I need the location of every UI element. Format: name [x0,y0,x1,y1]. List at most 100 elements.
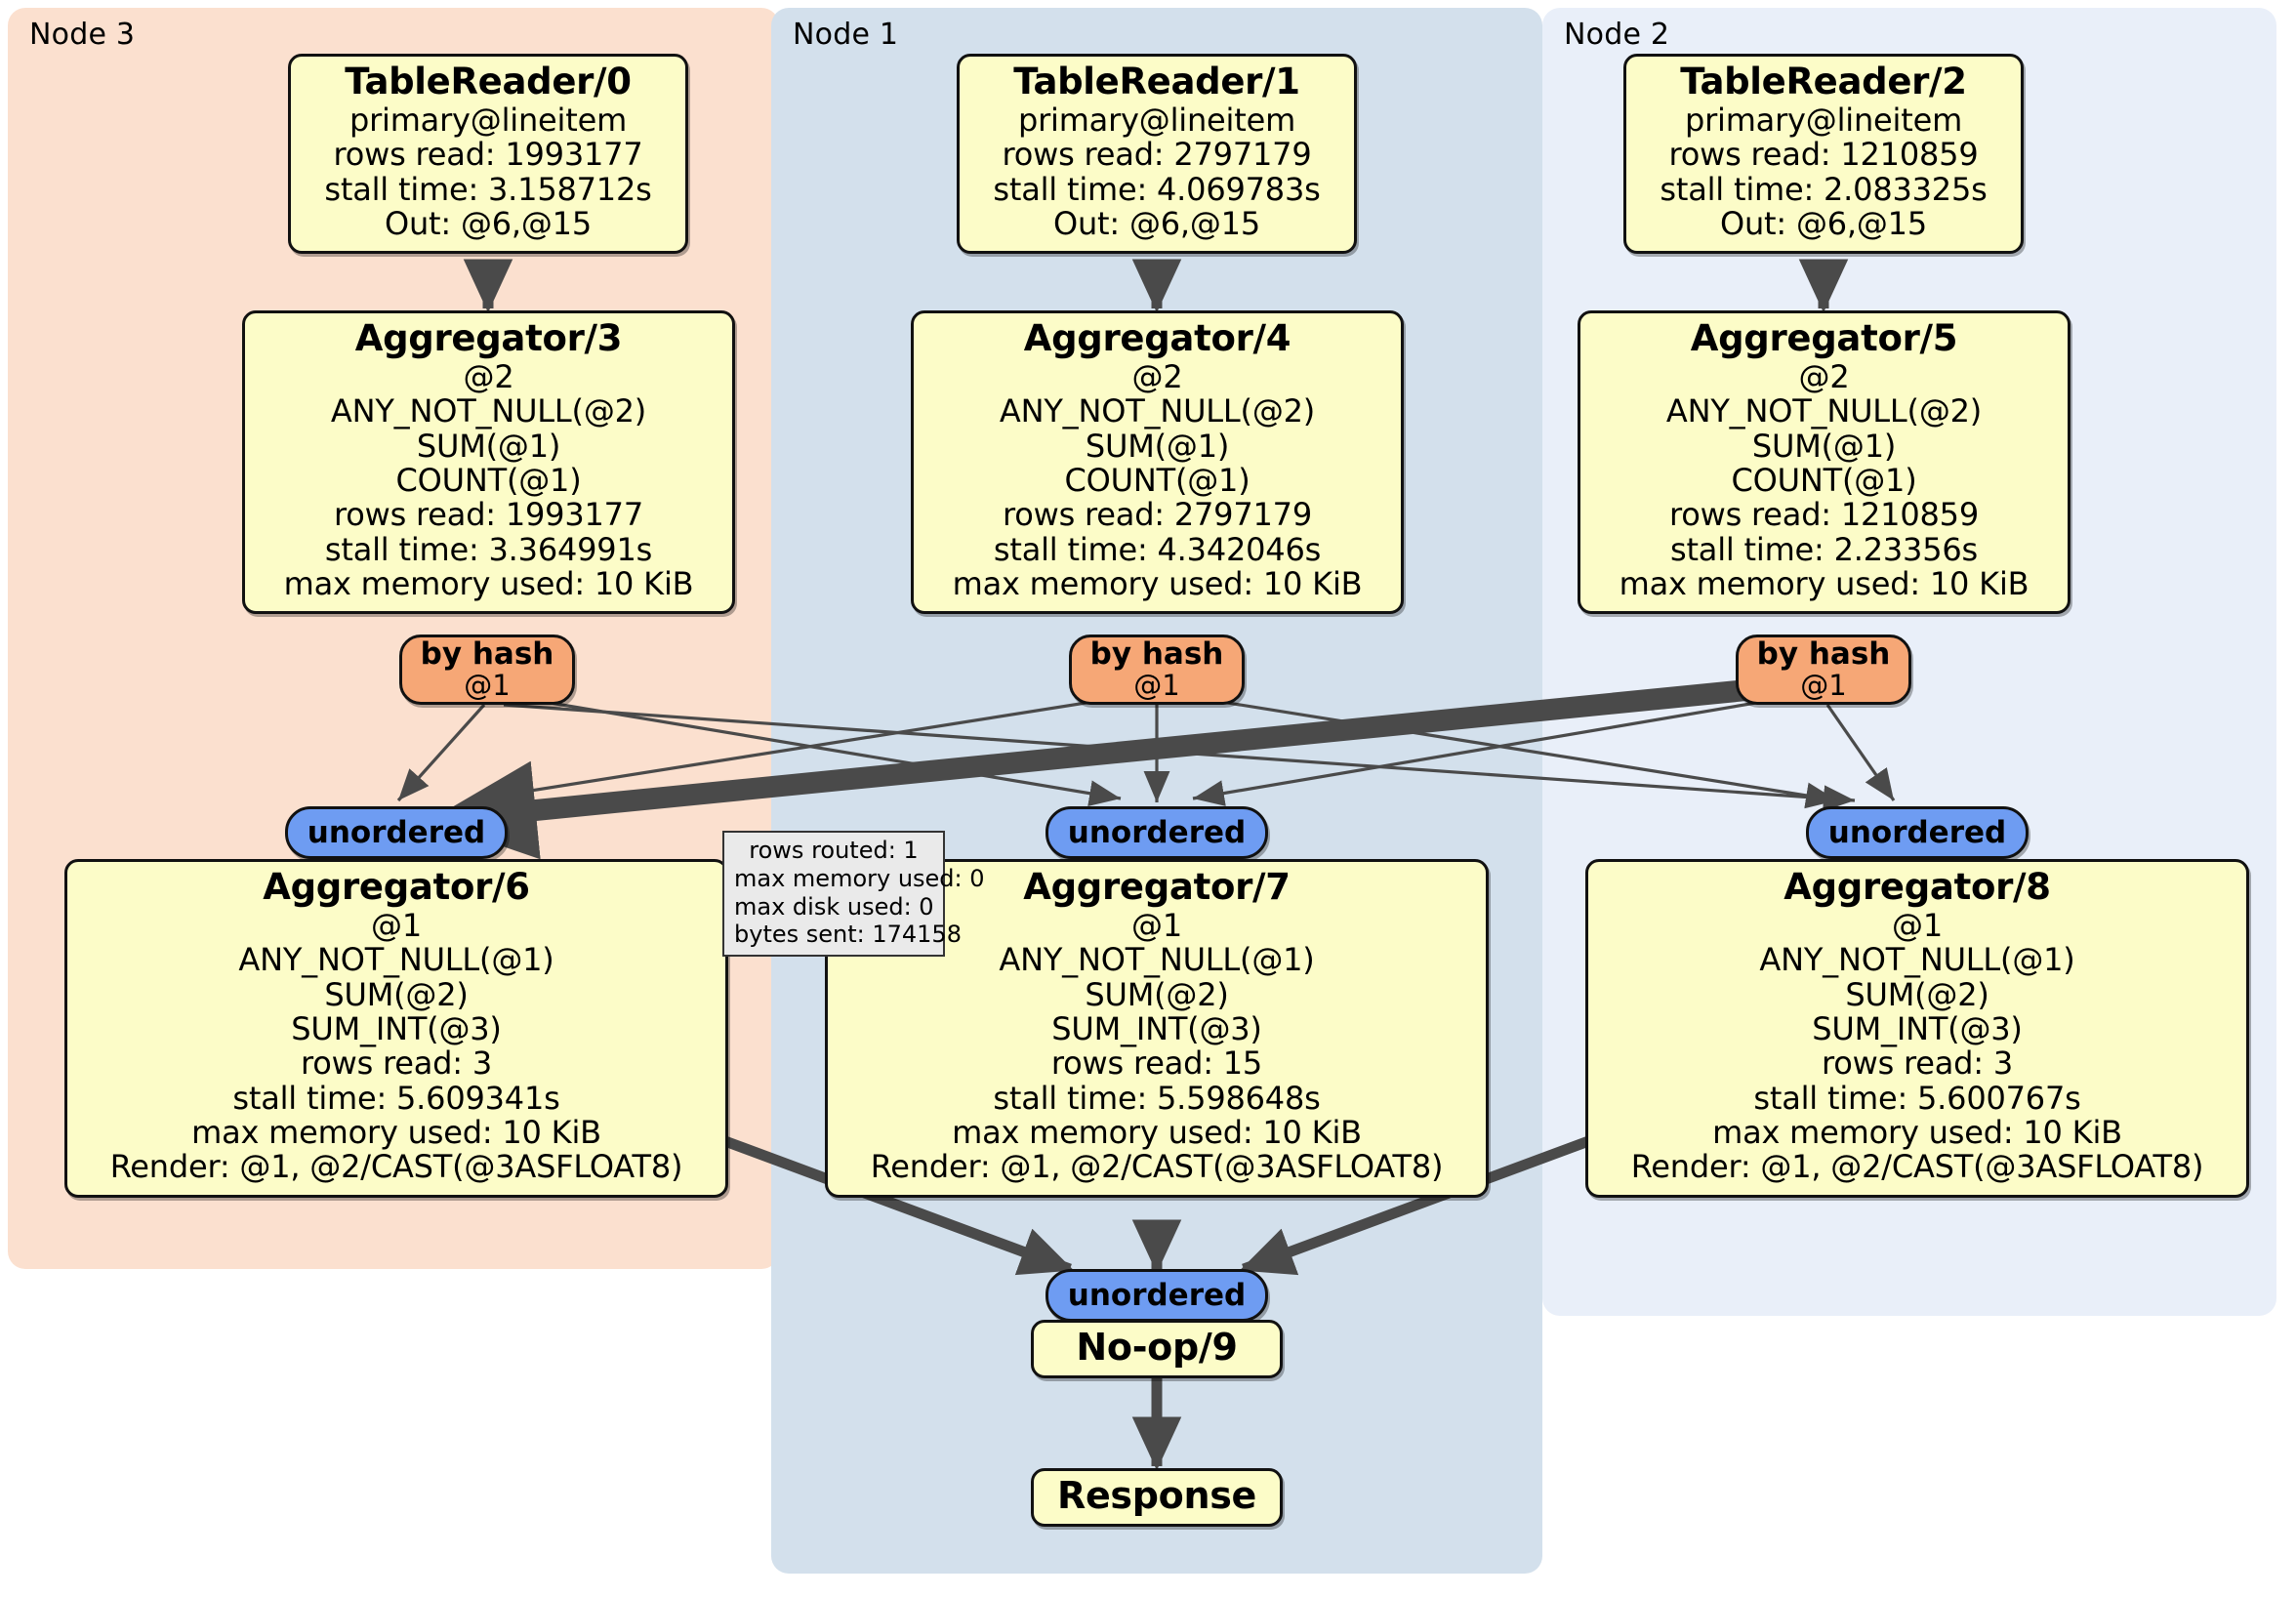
router-label: by hash [420,636,554,673]
operator-detail-line: stall time: 4.069783s [993,170,1321,208]
operator-detail-line: max memory used: 10 KiB [191,1114,601,1152]
operator-aggregator-4[interactable]: Aggregator/4 @2 ANY_NOT_NULL(@2) SUM(@1)… [911,310,1404,615]
operator-title: Aggregator/8 [1784,866,2051,908]
operator-title: Aggregator/6 [263,866,530,908]
router-by-hash-node-3[interactable]: by hash @1 [399,635,575,705]
operator-title: Aggregator/7 [1023,866,1291,908]
operator-detail-line: @2 [463,357,514,395]
operator-detail-line: ANY_NOT_NULL(@2) [1665,392,1983,430]
router-by-hash-node-1[interactable]: by hash @1 [1069,635,1245,705]
operator-detail-line: SUM(@2) [1845,975,1989,1013]
operator-detail-line: SUM(@1) [416,427,561,465]
operator-detail-line: Render: @1, @2/CAST(@3ASFLOAT8) [109,1148,683,1186]
operator-detail-line: @1 [1892,906,1943,944]
router-unordered-node-1[interactable]: unordered [1046,806,1268,859]
operator-detail-line: max memory used: 10 KiB [1712,1114,2122,1152]
operator-detail-line: COUNT(@1) [1064,461,1250,499]
stats-line: max disk used: 0 [734,892,934,921]
router-label: unordered [307,814,486,850]
operator-detail-line: @2 [1131,357,1183,395]
operator-detail-line: rows read: 1993177 [334,496,643,534]
operator-detail-line: primary@lineitem [1684,101,1963,139]
operator-detail-line: ANY_NOT_NULL(@1) [1759,941,2075,979]
operator-detail-line: primary@lineitem [1017,101,1296,139]
operator-detail-line: max memory used: 10 KiB [952,1114,1362,1152]
operator-detail-line: rows read: 2797179 [1002,136,1312,174]
router-unordered-node-2[interactable]: unordered [1806,806,2029,859]
operator-detail-line: Out: @6,@15 [1052,204,1261,242]
operator-no-op-9[interactable]: No-op/9 [1031,1320,1283,1378]
operator-detail-line: ANY_NOT_NULL(@2) [330,392,647,430]
stats-line: bytes sent: 174158 [734,921,962,949]
operator-detail-line: SUM(@2) [324,975,469,1013]
operator-title: Aggregator/3 [354,317,623,359]
operator-aggregator-5[interactable]: Aggregator/5 @2 ANY_NOT_NULL(@2) SUM(@1)… [1578,310,2070,615]
router-unordered-node-3[interactable]: unordered [285,806,508,859]
operator-aggregator-3[interactable]: Aggregator/3 @2 ANY_NOT_NULL(@2) SUM(@1)… [242,310,735,615]
operator-detail-line: rows read: 2797179 [1003,496,1312,534]
operator-aggregator-6[interactable]: Aggregator/6 @1 ANY_NOT_NULL(@1) SUM(@2)… [64,859,728,1198]
operator-detail-line: rows read: 1210859 [1669,496,1979,534]
operator-detail-line: stall time: 3.364991s [324,530,653,568]
operator-detail-line: rows read: 3 [300,1044,493,1083]
operator-detail-line: rows read: 3 [1821,1044,2014,1083]
operator-title: No-op/9 [1076,1326,1238,1369]
operator-detail-line: Out: @6,@15 [384,204,593,242]
operator-detail-line: max memory used: 10 KiB [952,565,1363,603]
operator-detail-line: @1 [1131,906,1182,944]
operator-detail-line: rows read: 1993177 [333,136,643,174]
operator-detail-line: stall time: 4.342046s [993,530,1322,568]
router-column: @1 [464,669,511,703]
operator-title: TableReader/2 [1680,61,1967,102]
operator-detail-line: ANY_NOT_NULL(@1) [999,941,1315,979]
operator-title: Response [1056,1474,1256,1517]
router-unordered-final[interactable]: unordered [1046,1269,1268,1322]
operator-detail-line: ANY_NOT_NULL(@2) [999,392,1316,430]
operator-detail-line: Out: @6,@15 [1719,204,1928,242]
cluster-label-node-1: Node 1 [793,18,899,52]
operator-title: TableReader/0 [345,61,632,102]
operator-detail-line: stall time: 5.600767s [1753,1079,2081,1117]
operator-title: Aggregator/4 [1023,317,1292,359]
operator-detail-line: COUNT(@1) [395,461,582,499]
operator-detail-line: stall time: 5.609341s [232,1079,560,1117]
operator-detail-line: SUM_INT(@3) [1051,1009,1262,1047]
operator-detail-line: max memory used: 10 KiB [283,565,694,603]
operator-detail-line: COUNT(@1) [1731,461,1917,499]
stats-line: max memory used: 0 [734,864,985,892]
operator-tablereader-1[interactable]: TableReader/1 primary@lineitem rows read… [957,54,1357,255]
cluster-label-node-3: Node 3 [29,18,136,52]
cluster-label-node-2: Node 2 [1564,18,1670,52]
operator-detail-line: stall time: 2.083325s [1660,170,1988,208]
operator-response[interactable]: Response [1031,1468,1283,1527]
operator-detail-line: stall time: 5.598648s [993,1079,1321,1117]
operator-detail-line: rows read: 15 [1050,1044,1263,1083]
stats-line: rows routed: 1 [749,837,919,864]
operator-detail-line: max memory used: 10 KiB [1619,565,2030,603]
router-by-hash-node-2[interactable]: by hash @1 [1736,635,1911,705]
operator-detail-line: ANY_NOT_NULL(@1) [238,941,554,979]
operator-detail-line: primary@lineitem [348,101,628,139]
router-label: by hash [1756,636,1891,673]
operator-detail-line: @2 [1798,357,1850,395]
router-label: unordered [1067,814,1247,850]
operator-title: Aggregator/5 [1690,317,1958,359]
operator-detail-line: SUM_INT(@3) [1812,1009,2023,1047]
router-label: by hash [1089,636,1224,673]
router-label: unordered [1067,1277,1247,1313]
operator-detail-line: @1 [371,906,422,944]
stream-stats-box: rows routed: 1 max memory used: 0 max di… [722,831,985,958]
router-column: @1 [1800,669,1847,703]
operator-detail-line: Render: @1, @2/CAST(@3ASFLOAT8) [1630,1148,2204,1186]
operator-tablereader-2[interactable]: TableReader/2 primary@lineitem rows read… [1623,54,2024,255]
router-column: @1 [1133,669,1180,703]
operator-detail-line: stall time: 2.23356s [1669,530,1979,568]
operator-detail-line: rows read: 1210859 [1668,136,1979,174]
operator-detail-line: SUM(@1) [1751,427,1897,465]
operator-detail-line: Render: @1, @2/CAST(@3ASFLOAT8) [870,1148,1444,1186]
operator-tablereader-0[interactable]: TableReader/0 primary@lineitem rows read… [288,54,688,255]
operator-detail-line: stall time: 3.158712s [324,170,652,208]
router-label: unordered [1827,814,2007,850]
operator-aggregator-8[interactable]: Aggregator/8 @1 ANY_NOT_NULL(@1) SUM(@2)… [1585,859,2249,1198]
